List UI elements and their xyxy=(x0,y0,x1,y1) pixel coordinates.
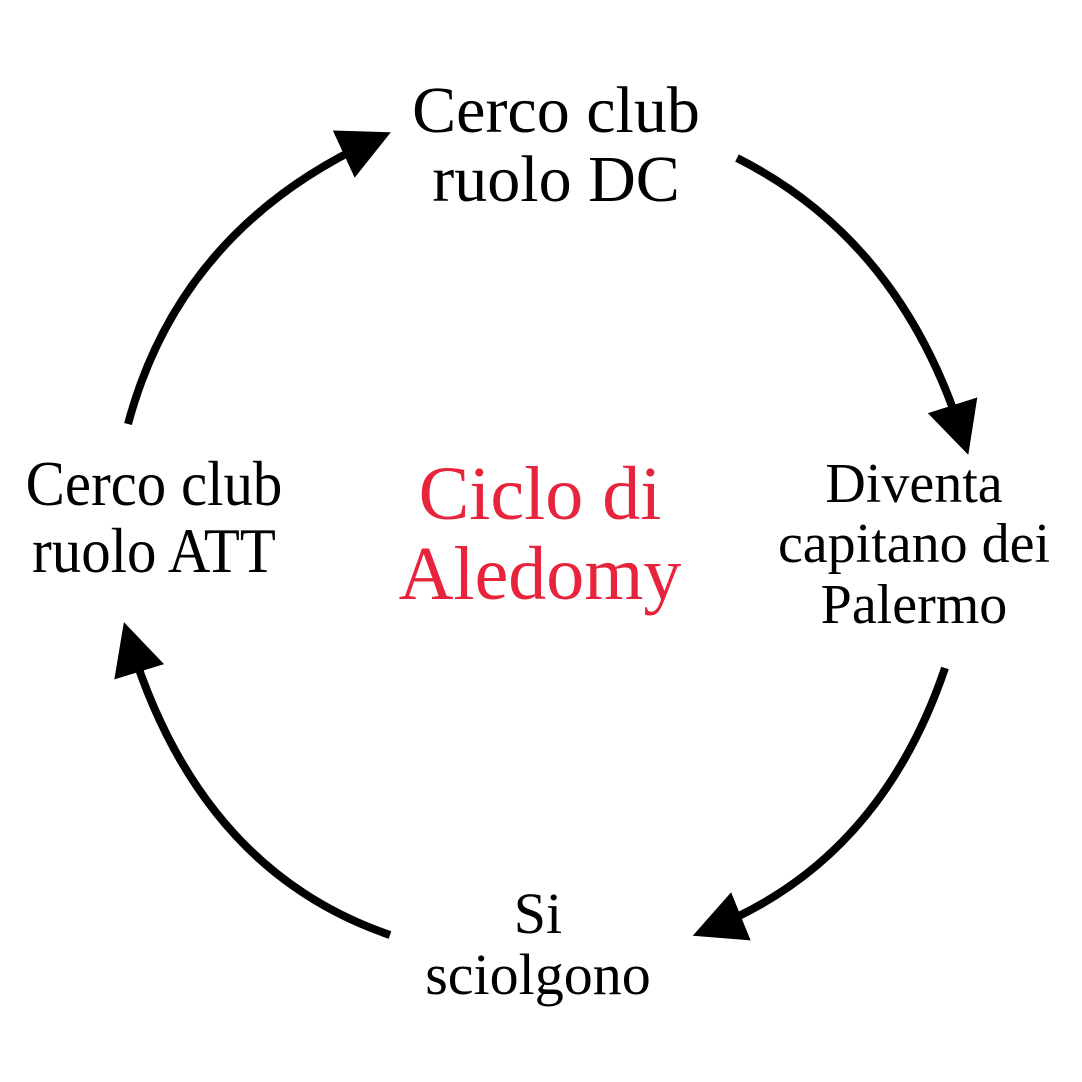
arrow-bottom-to-left xyxy=(114,622,392,939)
node-cerco-club-dc: Cerco club ruolo DC xyxy=(412,76,700,215)
node-label-line: ruolo ATT xyxy=(32,515,276,587)
node-label-line: Cerco club xyxy=(412,74,700,147)
node-si-sciolgono: Si sciolgono xyxy=(425,881,651,1007)
node-label-line: Si xyxy=(513,881,563,946)
arrow-top-to-right xyxy=(735,154,978,455)
node-diventa-capitano: Diventa capitano dei Palermo xyxy=(777,453,1051,636)
node-label-line: sciolgono xyxy=(425,941,651,1007)
node-label-line: Cerco club xyxy=(25,448,283,519)
title-line: Aledomy xyxy=(398,531,682,616)
node-cerco-club-att: Cerco club ruolo ATT xyxy=(25,448,283,587)
node-label-line: ruolo DC xyxy=(432,143,680,217)
node-label-line: capitano dei xyxy=(777,513,1051,576)
arrow-right-to-bottom xyxy=(692,666,949,941)
title-line: Ciclo di xyxy=(418,452,662,536)
node-label-line: Palermo xyxy=(820,573,1008,636)
arrow-left-to-top xyxy=(124,130,391,426)
diagram-title: Ciclo di Aledomy xyxy=(398,452,682,616)
node-label-line: Diventa xyxy=(825,453,1003,515)
